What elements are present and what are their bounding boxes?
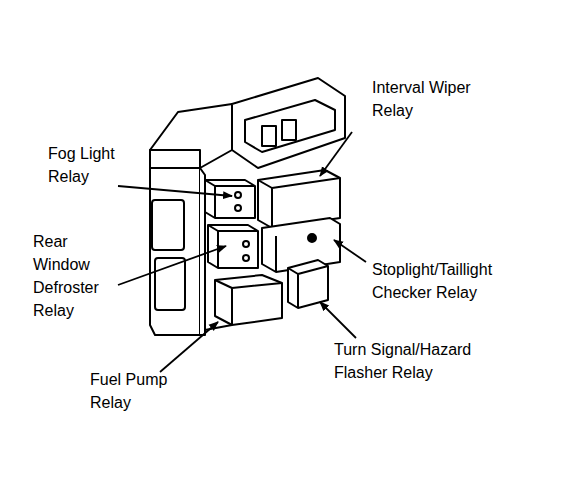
part-label: Fog Light Relay (48, 142, 132, 188)
turn-signal-hazard-flasher-relay (288, 260, 328, 308)
leader-line (320, 132, 352, 176)
leader-line (160, 322, 218, 372)
part-label: Stoplight/Taillight Checker Relay (372, 258, 524, 304)
mounting-bracket (232, 78, 345, 168)
fuel-pump-relay (215, 275, 282, 325)
fuse-block (152, 200, 184, 250)
leader-line (118, 246, 226, 285)
rear-window-defroster-relay (208, 225, 258, 268)
leader-line (334, 240, 366, 262)
housing-top (150, 104, 232, 168)
leader-line (118, 186, 232, 196)
part-label: Interval Wiper Relay (372, 76, 480, 122)
fog-light-relay (205, 180, 255, 218)
part-label: Fuel Pump Relay (90, 368, 182, 414)
part-label: Turn Signal/Hazard Flasher Relay (334, 338, 494, 384)
part-label: Rear Window Defroster Relay (33, 230, 115, 322)
leader-line (320, 302, 356, 338)
